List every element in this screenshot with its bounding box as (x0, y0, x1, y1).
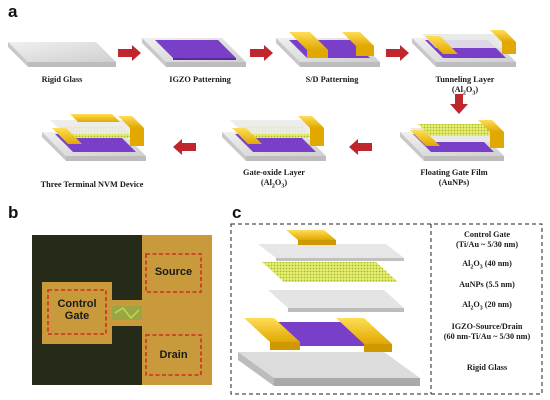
panel-b-letter: b (8, 203, 19, 222)
layer-label-control-gate-line1: Control Gate (463, 230, 510, 239)
label-source: Source (154, 266, 193, 278)
caption-tunneling-layer: Tunneling Layer (Al2O3) (415, 75, 515, 99)
label-drain: Drain (159, 349, 188, 361)
step-gate-oxide-drawing (222, 116, 326, 161)
panel-a-letter: a (8, 2, 18, 21)
caption-igzo-patterning: IGZO Patterning (150, 75, 250, 85)
layer-label-al2o3-20: Al2O3 (20 nm) (462, 300, 512, 312)
layer-label-al2o3-40: Al2O3 (40 nm) (462, 259, 512, 271)
caption-three-terminal-device-text: Three Terminal NVM Device (40, 180, 144, 189)
caption-gate-oxide-text: Gate-oxide Layer (243, 168, 305, 177)
caption-gate-oxide-formula: (Al2O3) (260, 178, 288, 190)
step-rigid-glass-drawing (8, 42, 116, 67)
arrow-right-icon (250, 45, 273, 61)
caption-floating-gate-text: Floating Gate Film (420, 168, 488, 177)
panel-c-letter: c (232, 203, 242, 222)
caption-rigid-glass-text: Rigid Glass (41, 75, 83, 84)
step-sd-patterning-drawing (276, 32, 380, 67)
label-control-gate-line1: Control (57, 298, 97, 310)
layer-label-igzo-line2: (60 nm-Ti/Au ~ 5/30 nm) (443, 332, 531, 341)
layer-label-rigid-glass: Rigid Glass (466, 363, 508, 372)
step-tunneling-layer-drawing (412, 30, 516, 67)
arrow-down-icon (450, 94, 468, 114)
caption-igzo-patterning-text: IGZO Patterning (169, 75, 231, 84)
step-floating-gate-drawing (400, 120, 504, 161)
layer-label-control-gate: Control Gate (Ti/Au ~ 5/30 nm) (432, 230, 542, 250)
layer-label-control-gate-line2: (Ti/Au ~ 5/30 nm) (455, 240, 519, 249)
caption-three-terminal-device: Three Terminal NVM Device (22, 180, 162, 190)
label-control-gate: Control Gate (48, 298, 106, 322)
caption-floating-gate: Floating Gate Film (AuNPs) (404, 168, 504, 188)
arrow-right-icon (386, 45, 409, 61)
step-igzo-patterning-drawing (142, 38, 246, 67)
arrow-left-icon (173, 139, 196, 155)
caption-sd-patterning-text: S/D Patterning (305, 75, 359, 84)
layer-stack-frame (230, 223, 543, 395)
arrow-right-icon (118, 45, 141, 61)
layer-label-igzo-source-drain: IGZO-Source/Drain (60 nm-Ti/Au ~ 5/30 nm… (432, 322, 542, 342)
caption-floating-gate-sub: (AuNPs) (438, 178, 470, 187)
layer-label-aunps: AuNPs (5.5 nm) (459, 280, 515, 289)
arrow-left-icon (349, 139, 372, 155)
caption-gate-oxide: Gate-oxide Layer (Al2O3) (224, 168, 324, 192)
exploded-layer-stack (238, 230, 420, 386)
layer-label-igzo-line1: IGZO-Source/Drain (451, 322, 523, 331)
label-control-gate-line2: Gate (64, 310, 90, 322)
caption-tunneling-layer-formula: (Al2O3) (451, 85, 479, 97)
caption-sd-patterning: S/D Patterning (282, 75, 382, 85)
caption-rigid-glass: Rigid Glass (12, 75, 112, 85)
device-micrograph (32, 235, 212, 385)
step-final-device-drawing (42, 114, 146, 161)
caption-tunneling-layer-text: Tunneling Layer (435, 75, 495, 84)
